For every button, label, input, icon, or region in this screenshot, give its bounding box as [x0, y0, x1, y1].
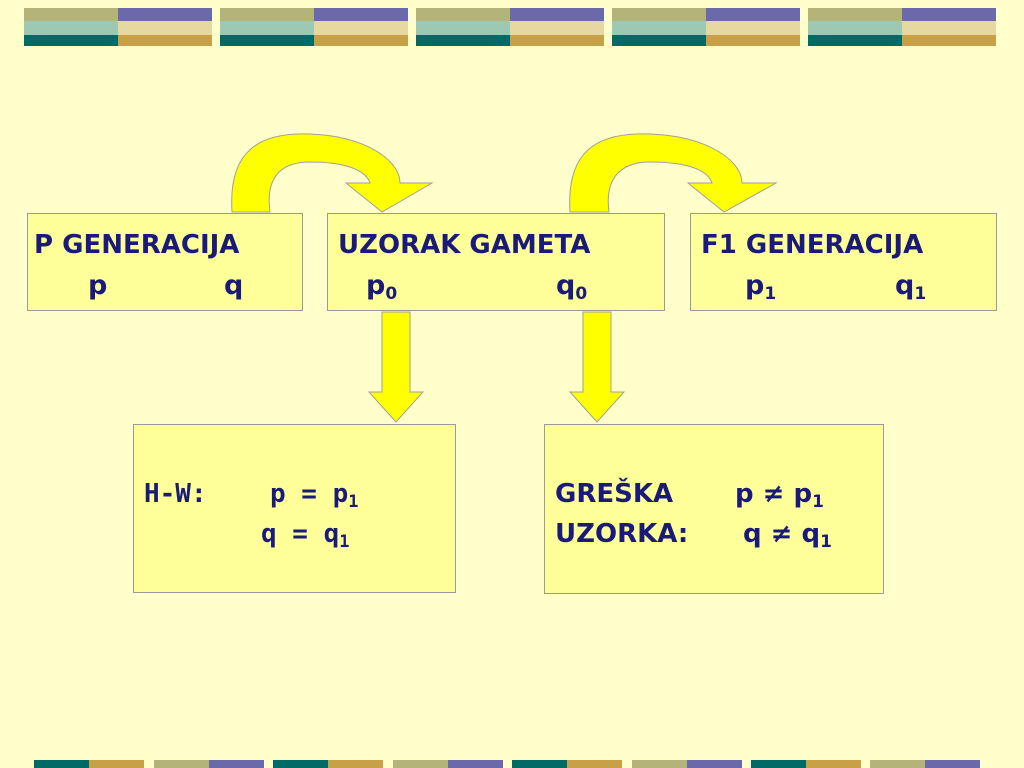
deco-block-1	[24, 8, 212, 46]
hw-p-equation: p = p1	[270, 479, 359, 512]
deco-block-4	[612, 8, 800, 46]
down-arrow-right-icon	[568, 311, 626, 423]
deco-block-3	[416, 8, 604, 46]
p-generation-p: p	[88, 270, 108, 301]
error-label-line1: GREŠKA	[555, 479, 674, 509]
gamete-q0: q0	[556, 270, 588, 304]
error-p-inequality: p ≠ p1	[735, 479, 824, 512]
gamete-sample-box: UZORAK GAMETA p0 q0	[327, 213, 665, 311]
f1-generation-box: F1 GENERACIJA p1 q1	[690, 213, 997, 311]
p-generation-box: P GENERACIJA p q	[27, 213, 303, 311]
hardy-weinberg-box: H-W: p = p1 q = q1	[133, 424, 456, 593]
hw-q-equation: q = q1	[261, 519, 350, 552]
p-generation-title: P GENERACIJA	[34, 230, 240, 260]
error-q-inequality: q ≠ q1	[743, 519, 832, 552]
top-decoration-banner	[24, 8, 996, 46]
gamete-p0: p0	[366, 270, 398, 304]
sampling-error-box: GREŠKA p ≠ p1 UZORKA: q ≠ q1	[544, 424, 884, 594]
f1-p1: p1	[745, 270, 777, 304]
p-generation-q: q	[224, 270, 244, 301]
f1-q1: q1	[895, 270, 927, 304]
error-label-line2: UZORKA:	[555, 519, 689, 549]
deco-block-2	[220, 8, 408, 46]
deco-block-5	[808, 8, 996, 46]
gamete-sample-title: UZORAK GAMETA	[338, 230, 591, 260]
curved-arrow-left-icon	[231, 133, 434, 213]
bottom-strip-segments	[34, 760, 980, 768]
down-arrow-left-icon	[367, 311, 425, 423]
hw-label: H-W:	[144, 479, 207, 509]
curved-arrow-right-icon	[569, 133, 778, 213]
f1-generation-title: F1 GENERACIJA	[701, 230, 924, 260]
